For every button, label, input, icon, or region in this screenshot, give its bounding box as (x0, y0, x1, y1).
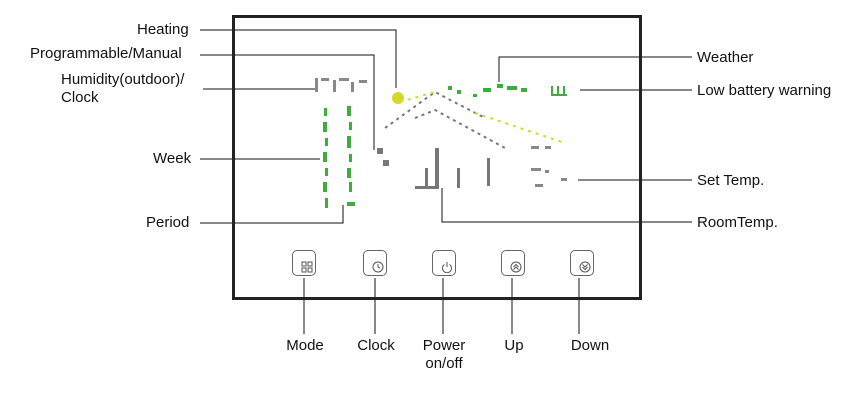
power-label-line2: on/off (425, 355, 463, 372)
up-chevron-icon (510, 261, 522, 273)
lcd-display (315, 78, 567, 208)
set-temp-label: Set Temp. (697, 172, 765, 189)
set-temp-digits (531, 146, 567, 187)
down-chevron-icon (579, 261, 591, 273)
weather-label: Weather (697, 49, 754, 66)
period-label: Period (146, 214, 190, 231)
heating-label: Heating (137, 21, 189, 38)
power-icon (442, 262, 452, 273)
low-battery-label: Low battery warning (697, 82, 832, 99)
week-indicator (323, 106, 355, 208)
programmable-manual-label: Programmable/Manual (30, 45, 182, 62)
mode-label: Mode (286, 337, 324, 354)
weather-icon (448, 84, 527, 97)
week-label: Week (153, 150, 192, 167)
down-button[interactable] (570, 250, 594, 276)
humidity-label: Humidity(outdoor)/ (61, 71, 185, 88)
power-label-line1: Power (422, 337, 466, 354)
mode-button[interactable] (292, 250, 316, 276)
clock-icon (372, 261, 384, 273)
house-icon (384, 90, 506, 149)
thermostat-panel (232, 15, 642, 300)
low-battery-icon (551, 86, 567, 96)
down-label: Down (570, 337, 610, 354)
power-button[interactable] (432, 250, 456, 276)
up-button[interactable] (501, 250, 525, 276)
room-temp-label: RoomTemp. (697, 214, 778, 231)
period-indicator (347, 202, 355, 206)
clock-label: Clock (357, 337, 395, 354)
clock-display-label: Clock (61, 89, 99, 106)
up-label: Up (504, 337, 524, 354)
programmable-manual-icon (377, 148, 389, 166)
clock-button[interactable] (363, 250, 387, 276)
room-temp-digits (415, 148, 490, 189)
mode-grid-icon (301, 261, 313, 273)
